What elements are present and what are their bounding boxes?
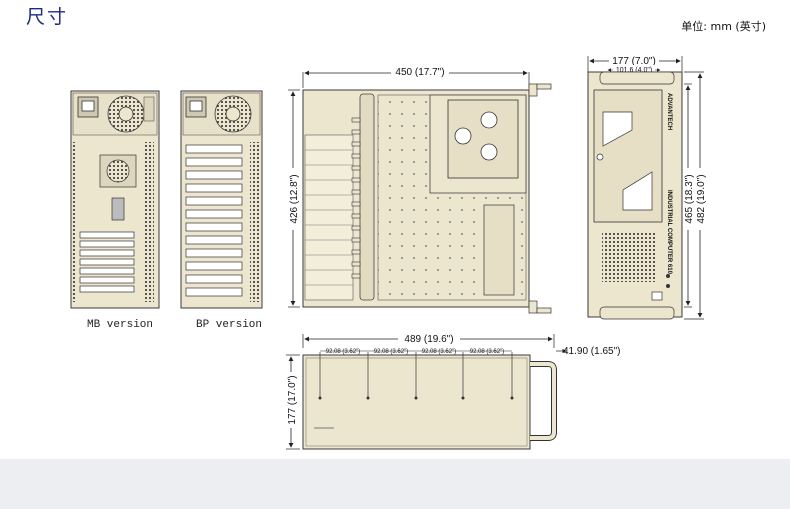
side-pitch-label-2: 92.08 (3.62") <box>374 349 409 355</box>
mb-version-rear-view <box>70 90 160 309</box>
page-title: 尺寸 <box>26 6 69 28</box>
front-width-label: 177 (7.0") <box>612 56 656 67</box>
bottom-band <box>0 459 790 509</box>
top-width-label: 450 (17.7") <box>395 67 444 78</box>
front-height-outer-label: 482 (19.0") <box>696 174 707 223</box>
front-logo: ADVANTECH <box>666 93 672 130</box>
top-view: 450 (17.7") 426 (12.8") <box>285 66 552 314</box>
front-inner-width-label: 101.6 (4.0") <box>616 67 652 74</box>
side-height-label: 177 (17.0") <box>287 375 298 424</box>
bp-version-caption: BP version <box>196 319 263 331</box>
front-view: 177 (7.0") 101.6 (4.0") ADVANTECH INDUST… <box>587 55 707 320</box>
side-view: 489 (19.6") 92.08 (3.62") 92.08 (3.62") … <box>284 333 620 450</box>
bp-version-rear-view <box>180 90 263 309</box>
unit-label: 单位: mm (英寸) <box>681 20 766 33</box>
side-pitch-label-1: 92.08 (3.62") <box>326 349 361 355</box>
mb-version-caption: MB version <box>87 319 154 331</box>
side-length-label: 489 (19.6") <box>404 334 453 345</box>
side-pitch-label-4: 92.08 (3.62") <box>470 349 505 355</box>
top-depth-label: 426 (12.8") <box>289 174 300 223</box>
side-pitch-label-3: 92.08 (3.62") <box>422 349 457 355</box>
side-handle-label: 41.90 (1.65") <box>563 346 620 357</box>
front-model: INDUSTRIAL COMPUTER 610 <box>666 190 672 275</box>
front-height-inner-label: 465 (18.3") <box>684 174 695 223</box>
